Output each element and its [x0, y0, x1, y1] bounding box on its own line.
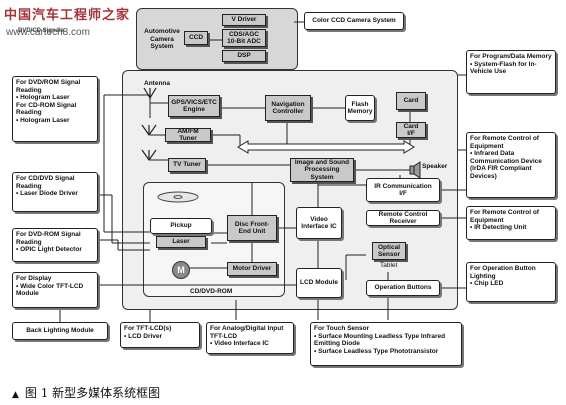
triangle-marker-icon: ▲ — [12, 390, 19, 400]
header-overlap-label: DVD/CD Signals — [18, 28, 65, 34]
watermark-title: 中国汽车工程师之家 — [4, 8, 131, 23]
cds-agc-block: CDS/AGC 10-Bit ADC — [222, 29, 266, 47]
watermark-url: www.cartech8.com — [6, 27, 90, 38]
motor-driver-block: Motor Driver — [227, 262, 277, 276]
v-driver-block: V Driver — [222, 14, 266, 26]
image-sound-processing-block: Image and Sound Processing System — [290, 158, 354, 182]
back-lighting-box: Back Lighting Module — [12, 322, 108, 340]
cd-dvd-reading-box: For CD/DVD Signal Reading Laser Diode Dr… — [12, 172, 98, 212]
touch-sensor-box: For Touch Sensor Surface Mounting Leadle… — [310, 322, 462, 366]
operation-buttons-block: Operation Buttons — [366, 280, 440, 296]
disc-front-end-block: Disc Front-End Unit — [227, 215, 277, 241]
camera-panel — [136, 8, 298, 70]
laser-block: Laser — [156, 236, 206, 248]
antenna-label: Antenna — [144, 80, 170, 87]
remote-control-ir-box: For Remote Control of Equipment IR Detec… — [466, 206, 556, 240]
optical-sensor-block: Optical Sensor — [372, 242, 406, 260]
tv-tuner-block: TV Tuner — [168, 158, 206, 172]
dvd-rom-opic-box: For DVD-ROM Signal Reading OPIC Light De… — [12, 228, 98, 262]
dvd-rom-reading-box: For DVD/ROM Signal Reading Hologram Lase… — [12, 76, 98, 142]
card-if-block: Card I/F — [396, 122, 426, 138]
dsp-block: DSP — [222, 50, 266, 62]
flash-memory-block: Flash Memory — [345, 95, 375, 121]
lcd-module-block: LCD Module — [296, 268, 342, 298]
speaker-label: Speaker — [422, 163, 448, 170]
remote-control-irda-box: For Remote Control of Equipment Infrared… — [466, 132, 556, 198]
auto-camera-label: Automotive Camera System — [144, 28, 180, 50]
program-memory-box: For Program/Data Memory System-Flash for… — [466, 50, 556, 94]
gps-engine-block: GPS/VICS/ETC Engine — [168, 95, 220, 117]
caption-text: 图 1 新型多媒体系统框图 — [24, 386, 161, 400]
ir-communication-block: IR Communication I/F — [366, 178, 440, 202]
button-lighting-box: For Operation Button Lighting Chip LED — [466, 262, 556, 302]
ccd-block: CCD — [184, 31, 208, 45]
figure-caption: ▲ 图 1 新型多媒体系统框图 — [12, 384, 160, 401]
color-ccd-camera-box: Color CCD Camera System — [304, 12, 404, 30]
cd-dvd-rom-label: CD/DVD-ROM — [190, 288, 233, 295]
remote-control-receiver-block: Remote Control Receiver — [366, 210, 440, 226]
analog-digital-input-box: For Analog/Digital Input TFT-LCD Video I… — [206, 322, 294, 354]
navigation-controller-block: Navigation Controller — [265, 95, 311, 121]
motor-icon: M — [172, 261, 190, 279]
tablet-label: Tablet — [380, 262, 398, 269]
display-box: For Display Wide Color TFT-LCD Module — [12, 272, 98, 308]
amfm-tuner-block: AM/FM Tuner — [165, 128, 211, 142]
card-block: Card — [396, 92, 426, 110]
pickup-block: Pickup — [150, 218, 212, 234]
tft-lcd-box: For TFT-LCD(s) LCD Driver — [120, 322, 200, 348]
video-interface-block: Video Interface IC — [296, 207, 342, 239]
